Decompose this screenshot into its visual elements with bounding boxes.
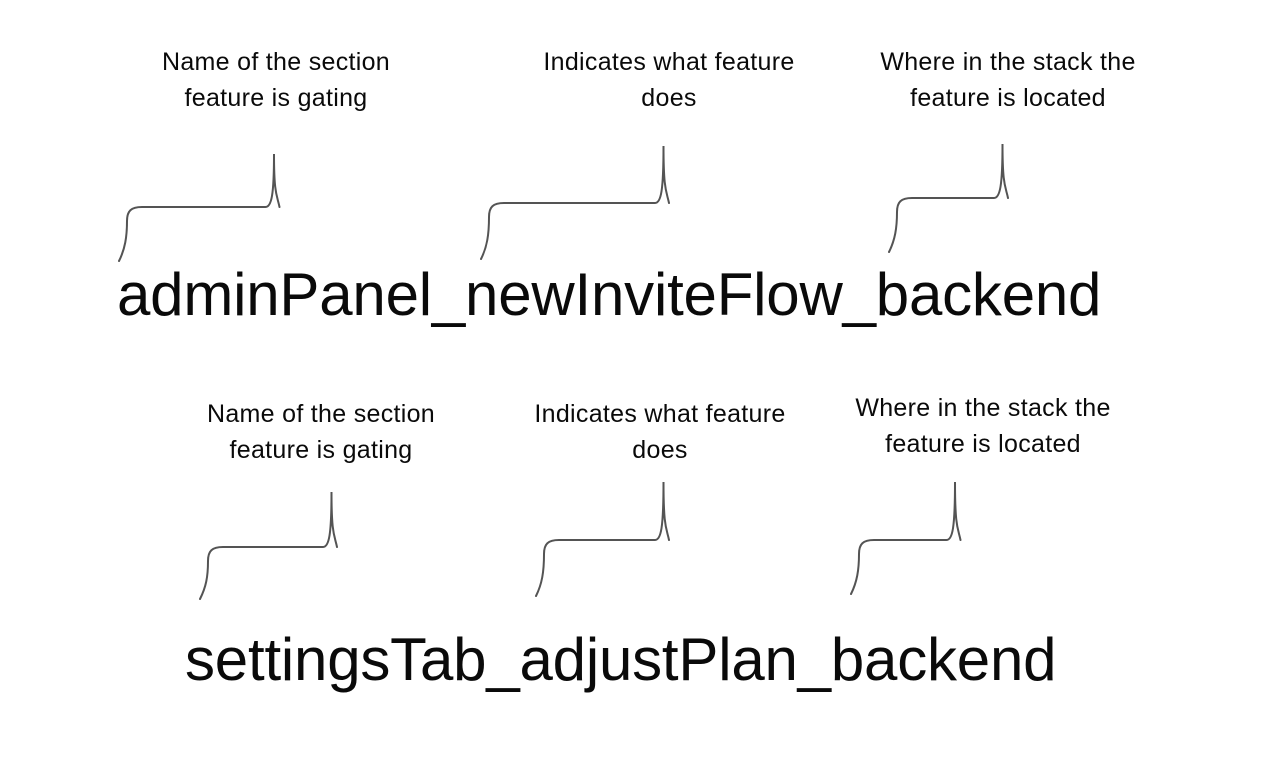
annotation-label-stack: Where in the stack the feature is locate… bbox=[855, 390, 1110, 462]
annotation-label-line: Name of the section bbox=[161, 48, 391, 76]
annotation-label-line: Indicates what feature bbox=[534, 400, 786, 428]
annotation-label-line: does bbox=[632, 436, 688, 464]
curly-brace-icon bbox=[118, 153, 281, 262]
curly-brace-icon bbox=[480, 145, 670, 260]
annotation-label-section: Name of the section feature is gating bbox=[162, 44, 390, 116]
feature-flag-name: adminPanel_newInviteFlow_backend bbox=[117, 261, 1102, 328]
annotation-label-line: Where in the stack the bbox=[880, 48, 1136, 76]
annotation-label-line: feature is gating bbox=[184, 84, 368, 112]
annotation-label-feature: Indicates what feature does bbox=[534, 396, 785, 468]
annotation-label-line: feature is located bbox=[885, 430, 1081, 458]
annotation-label-line: Where in the stack the bbox=[855, 394, 1111, 422]
annotation-label-line: Name of the section bbox=[206, 400, 436, 428]
annotation-label-line: feature is gating bbox=[229, 436, 413, 464]
annotation-label-feature: Indicates what feature does bbox=[543, 44, 794, 116]
curly-brace-icon bbox=[199, 491, 338, 600]
annotation-label-line: does bbox=[641, 84, 697, 112]
annotation-label-line: Indicates what feature bbox=[543, 48, 795, 76]
annotation-label-section: Name of the section feature is gating bbox=[207, 396, 435, 468]
feature-flag-name: settingsTab_adjustPlan_backend bbox=[185, 626, 1057, 693]
annotation-label-stack: Where in the stack the feature is locate… bbox=[880, 44, 1135, 116]
curly-brace-icon bbox=[888, 143, 1009, 253]
curly-brace-icon bbox=[535, 481, 670, 597]
curly-brace-icon bbox=[850, 481, 962, 595]
annotation-label-line: feature is located bbox=[910, 84, 1106, 112]
